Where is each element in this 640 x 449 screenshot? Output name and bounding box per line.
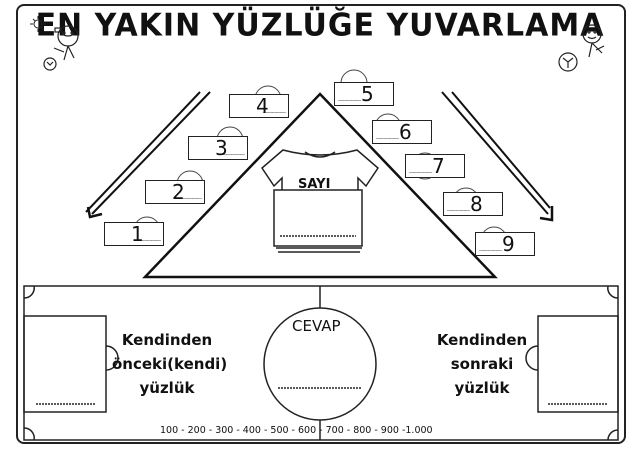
football-field [23, 285, 619, 441]
answer-blank: _____ [376, 130, 399, 140]
number-label: 4 [256, 94, 269, 118]
number-box-7[interactable]: 7 _____ [405, 154, 465, 178]
answer-blank: _____ [479, 242, 502, 252]
shirt-label: SAYI [298, 177, 331, 192]
answer-label: CEVAP [292, 317, 341, 335]
number-label: 8 [470, 192, 483, 216]
number-box-9[interactable]: 9 _____ [475, 232, 535, 256]
worksheet-title: EN YAKIN YÜZLÜĞE YUVARLAMA [35, 7, 605, 44]
number-label: 7 [432, 154, 445, 178]
number-label: 9 [502, 232, 515, 256]
label-line: önceki(kendi) [112, 355, 228, 373]
answer-blank: _____ [262, 104, 286, 114]
number-label: 3 [215, 136, 228, 160]
kid-with-ball-icon [43, 25, 79, 71]
number-label: 2 [172, 180, 185, 204]
number-box-8[interactable]: 8 _____ [443, 192, 503, 216]
arrow-left-down-icon [85, 91, 211, 219]
label-line: sonraki [450, 355, 514, 373]
number-label: 1 [131, 222, 144, 246]
number-label: 5 [361, 82, 374, 106]
number-box-3[interactable]: 3 _____ [188, 136, 248, 160]
kid-with-ball-icon [558, 24, 605, 72]
tshirt-icon [261, 149, 379, 193]
answer-blank: _____ [338, 92, 361, 102]
answer-blank: _____ [409, 164, 432, 174]
arrow-right-down-icon [441, 91, 554, 222]
previous-hundred-label: Kendinden önceki(kendi) yüzlük [112, 328, 228, 400]
number-label: 6 [399, 120, 412, 144]
number-box-5[interactable]: 5 _____ [334, 82, 394, 106]
shirt-paper [273, 189, 363, 253]
label-line: Kendinden [436, 331, 528, 349]
answer-blank: _____ [137, 232, 161, 242]
answer-blank: _____ [178, 190, 202, 200]
worksheet-frame [16, 4, 626, 444]
next-hundred-label: Kendinden sonraki yüzlük [434, 328, 530, 400]
number-box-4[interactable]: 4 _____ [229, 94, 289, 118]
number-box-1[interactable]: 1 _____ [104, 222, 164, 246]
answer-blank: _____ [447, 202, 470, 212]
number-box-6[interactable]: 6 _____ [372, 120, 432, 144]
label-line: Kendinden [121, 331, 213, 349]
hundreds-scale: 100 - 200 - 300 - 400 - 500 - 600 - 700 … [160, 425, 433, 436]
sun-icon [30, 16, 46, 32]
answer-blank: _____ [221, 146, 245, 156]
label-line: yüzlük [139, 379, 195, 397]
number-box-2[interactable]: 2 _____ [145, 180, 205, 204]
label-line: yüzlük [454, 379, 510, 397]
